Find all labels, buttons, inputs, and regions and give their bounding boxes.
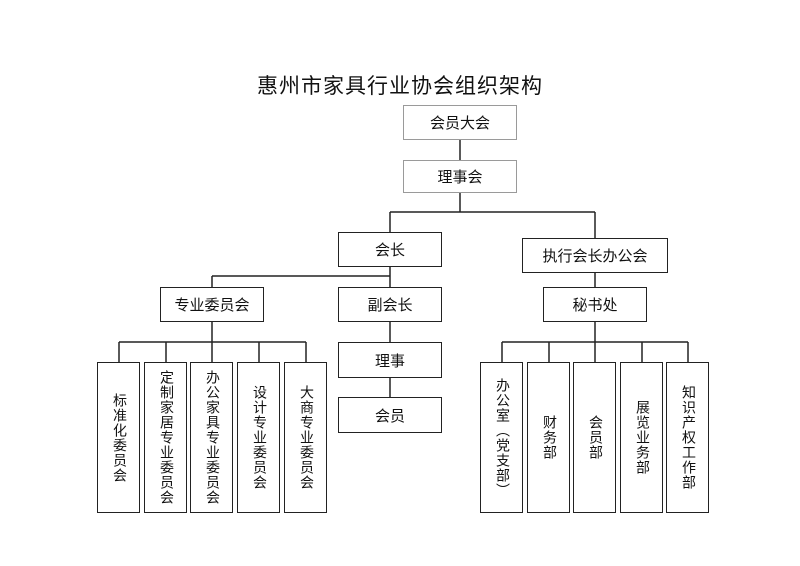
department-box: 知识产权工作部 bbox=[666, 362, 709, 513]
executive-office-label: 执行会长办公会 bbox=[542, 247, 648, 265]
member-label: 会员 bbox=[374, 406, 405, 425]
director-label: 理事 bbox=[374, 351, 405, 370]
council-label: 理事会 bbox=[437, 168, 483, 186]
committee-box: 定制家居专业委员会 bbox=[144, 362, 187, 513]
department-label: 办公室（党支部） bbox=[494, 377, 510, 498]
secretariat-label: 秘书处 bbox=[572, 296, 618, 314]
committee-label: 办公家具专业委员会 bbox=[204, 370, 220, 505]
member-box: 会员 bbox=[338, 397, 442, 433]
special-committees-label: 专业委员会 bbox=[174, 296, 250, 314]
committee-box: 办公家具专业委员会 bbox=[190, 362, 233, 513]
page-title: 惠州市家具行业协会组织架构 bbox=[257, 74, 543, 98]
executive-office-box: 执行会长办公会 bbox=[522, 238, 668, 273]
department-label: 会员部 bbox=[587, 415, 603, 460]
committee-box: 大商专业委员会 bbox=[284, 362, 327, 513]
committee-label: 大商专业委员会 bbox=[298, 385, 314, 490]
department-label: 财务部 bbox=[541, 415, 557, 460]
director-box: 理事 bbox=[338, 342, 442, 378]
vice-president-box: 副会长 bbox=[338, 287, 442, 322]
vice-president-label: 副会长 bbox=[367, 296, 413, 314]
members-assembly-box: 会员大会 bbox=[403, 105, 517, 140]
committee-box: 标准化委员会 bbox=[97, 362, 140, 513]
department-box: 办公室（党支部） bbox=[480, 362, 523, 513]
committee-label: 设计专业委员会 bbox=[251, 385, 267, 490]
secretariat-box: 秘书处 bbox=[543, 287, 647, 322]
members-assembly-label: 会员大会 bbox=[429, 114, 490, 132]
president-label: 会长 bbox=[374, 241, 405, 259]
president-box: 会长 bbox=[338, 232, 442, 267]
committee-label: 标准化委员会 bbox=[111, 392, 127, 483]
department-box: 财务部 bbox=[527, 362, 570, 513]
council-box: 理事会 bbox=[403, 160, 517, 193]
department-label: 展览业务部 bbox=[634, 400, 650, 475]
department-box: 会员部 bbox=[573, 362, 616, 513]
special-committees-box: 专业委员会 bbox=[160, 287, 264, 322]
committee-box: 设计专业委员会 bbox=[237, 362, 280, 513]
department-box: 展览业务部 bbox=[620, 362, 663, 513]
department-label: 知识产权工作部 bbox=[680, 385, 696, 490]
committee-label: 定制家居专业委员会 bbox=[158, 370, 174, 505]
